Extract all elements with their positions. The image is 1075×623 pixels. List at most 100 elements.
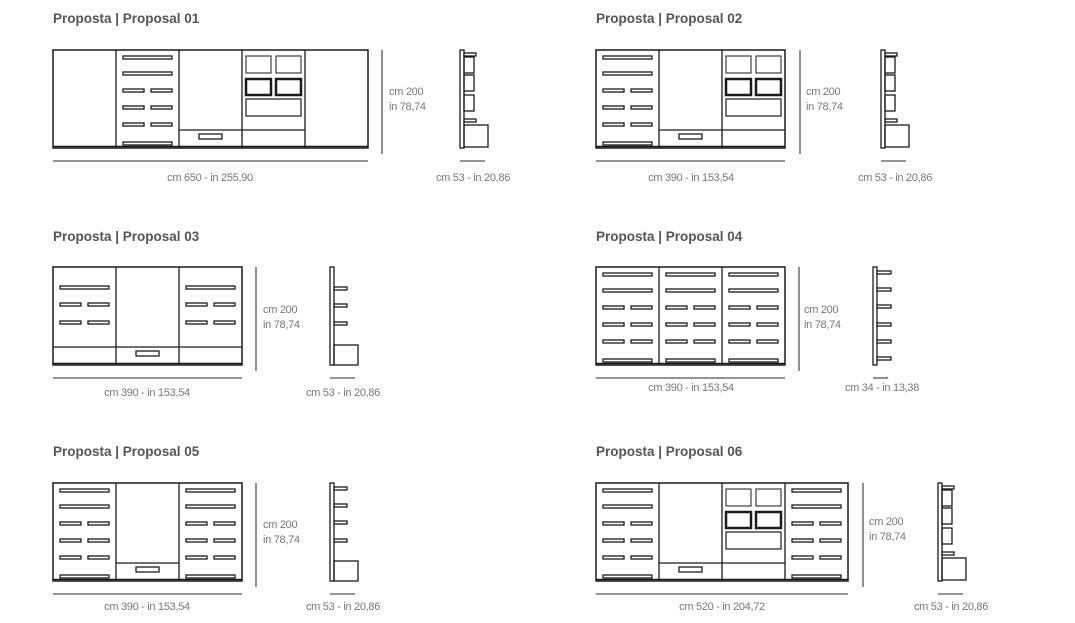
shelf-short [185, 302, 208, 307]
shelf-short [213, 538, 236, 543]
height-cm-label: cm 200 [263, 519, 298, 531]
shelf-short [630, 105, 653, 110]
shelf-long [59, 285, 110, 290]
shelf-short [756, 339, 779, 344]
height-dimension-line [381, 50, 383, 154]
shelf-bottom [602, 574, 653, 579]
height-dimension-line [798, 267, 800, 371]
side-shelf [941, 551, 955, 556]
height-cm-label: cm 200 [263, 304, 298, 316]
shelf-short [630, 339, 653, 344]
side-shelf [463, 118, 477, 123]
side-box [884, 56, 896, 74]
module-shelves [665, 272, 716, 363]
shelf-long [59, 504, 110, 509]
module-shelves [602, 55, 653, 146]
cabinet-outline [52, 482, 243, 582]
shelf-short [150, 122, 173, 127]
drawer-handle [198, 133, 223, 140]
front-view [52, 49, 369, 162]
side-box [941, 489, 953, 507]
module-tv [116, 346, 179, 357]
depth-label: cm 53 - in 20,86 [305, 387, 381, 399]
niche-box [275, 55, 302, 74]
side-view [329, 482, 359, 595]
module-boxes [722, 55, 785, 131]
side-shelf [876, 322, 892, 327]
shelf-short [602, 88, 625, 93]
shelf-short [665, 339, 688, 344]
side-panel [329, 266, 335, 366]
shelf-short [693, 322, 716, 327]
height-cm-label: cm 200 [869, 516, 904, 528]
shelf-short [602, 105, 625, 110]
shelf-short [185, 521, 208, 526]
front-view [52, 266, 243, 379]
front-view [595, 49, 786, 162]
shelf-short [185, 320, 208, 325]
side-box [333, 344, 359, 366]
shelf-bottom [602, 141, 653, 146]
shelf-short [602, 555, 625, 560]
shelf-short [602, 322, 625, 327]
shelf-short [122, 105, 145, 110]
shelf-bottom [185, 574, 236, 579]
shelf-long [59, 488, 110, 493]
side-view [872, 266, 892, 379]
module-tv [179, 129, 242, 140]
niche-box [245, 55, 272, 74]
shelf-short [791, 521, 814, 526]
shelf-short [602, 521, 625, 526]
module-shelves-low [53, 285, 116, 348]
side-box [941, 507, 953, 525]
niche-box [725, 488, 752, 507]
shelf-short [602, 122, 625, 127]
niche-box [245, 98, 302, 117]
module-tv [659, 562, 722, 573]
side-view [459, 49, 489, 162]
shelf-short [602, 538, 625, 543]
front-view [595, 266, 786, 379]
shelf-short [630, 555, 653, 560]
width-label: cm 390 - in 153,54 [648, 382, 734, 394]
front-view [595, 482, 849, 595]
shelf-long [185, 285, 236, 290]
side-shelf [333, 486, 348, 491]
side-shelf [876, 339, 892, 344]
module-shelves-low [179, 285, 242, 348]
depth-label: cm 53 - in 20,86 [857, 172, 933, 184]
shelf-long [602, 71, 653, 76]
module-tv [116, 562, 179, 573]
shelf-short [185, 538, 208, 543]
proposal-title: Proposta | Proposal 06 [596, 444, 743, 459]
shelf-long [602, 55, 653, 60]
side-box [884, 74, 896, 92]
shelf-short [87, 521, 110, 526]
side-shelf [333, 303, 348, 308]
shelf-short [630, 122, 653, 127]
side-box [463, 74, 475, 92]
shelf-short [213, 555, 236, 560]
shelf-short [213, 521, 236, 526]
shelf-bottom [791, 574, 842, 579]
proposal-title: Proposta | Proposal 05 [53, 444, 200, 459]
niche-box [724, 510, 753, 530]
depth-label: cm 34 - in 13,38 [844, 382, 920, 394]
shelf-long [602, 504, 653, 509]
shelf-short [756, 305, 779, 310]
module-boxes [242, 55, 305, 131]
shelf-short [122, 122, 145, 127]
niche-box [724, 77, 753, 97]
side-box [333, 560, 359, 582]
height-cm-label: cm 200 [806, 86, 841, 98]
side-shelf [876, 304, 892, 309]
shelf-short [87, 320, 110, 325]
shelf-bottom [728, 358, 779, 363]
height-in-label: in 78,74 [806, 101, 843, 113]
height-cm-label: cm 200 [389, 86, 424, 98]
side-panel [329, 482, 335, 582]
side-box [941, 527, 953, 545]
side-shelf [333, 538, 348, 543]
width-label: cm 390 - in 153,54 [104, 601, 190, 613]
shelf-long [665, 288, 716, 293]
